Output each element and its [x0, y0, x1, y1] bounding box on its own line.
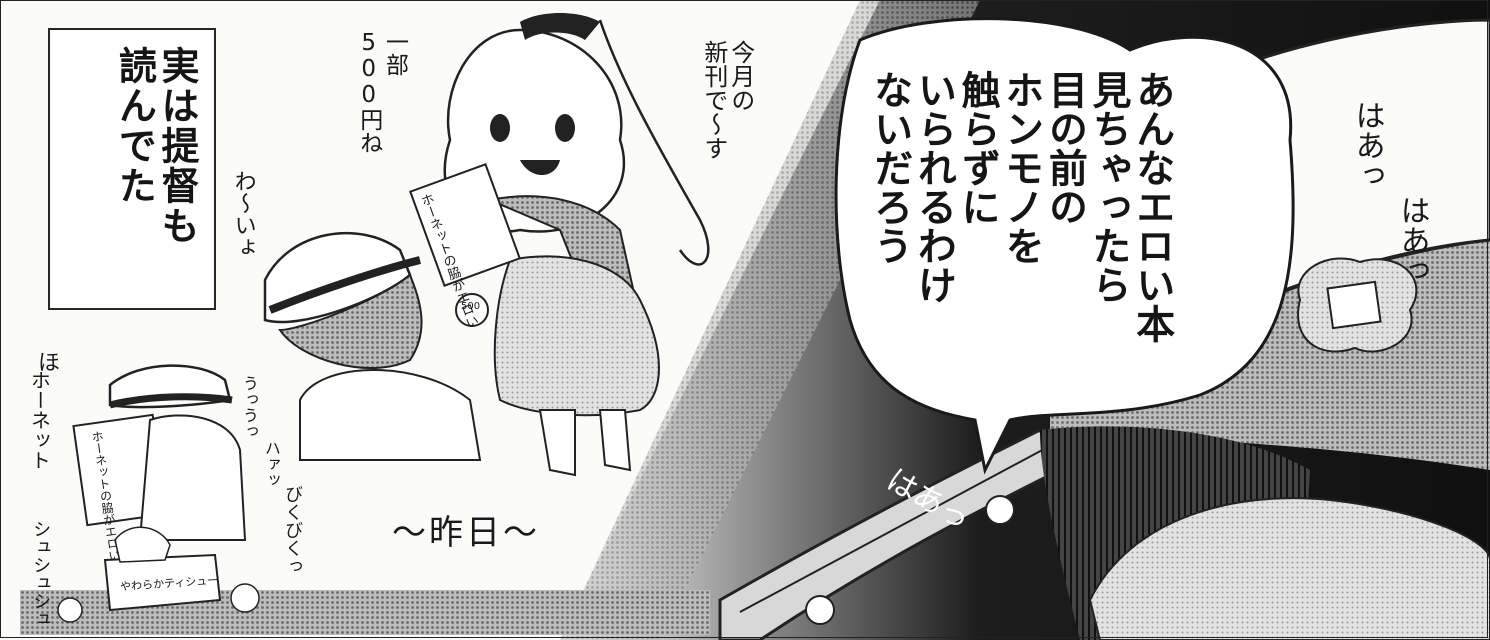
caption-line-2: 読んでた — [112, 46, 157, 206]
speech-line-6: いられるわけ — [911, 70, 957, 304]
caption-text: 実は提督も 読んでた — [112, 46, 199, 246]
speech-line-2: 見ちゃったら — [1086, 70, 1132, 304]
caption-box: 実は提督も 読んでた — [48, 28, 216, 310]
haa-sfx-1: はあっ — [1349, 100, 1385, 190]
biku-sfx: びくびくっ — [282, 485, 304, 575]
speech-line-3: 目の前の — [1042, 70, 1088, 226]
ho-sfx: ほ — [38, 351, 61, 376]
hornet-sfx: ホーネット — [27, 370, 52, 470]
speech-line-4: ホンモノを — [998, 70, 1044, 265]
speech-bubble — [834, 17, 1295, 475]
haa-sfx-2: はあっ — [1394, 195, 1430, 285]
caption-line-1: 実は提督も — [155, 46, 199, 246]
issue-note: 今月の 新刊で〜す — [699, 40, 755, 160]
girl-ribbon — [520, 13, 600, 40]
price-bottom: 500円ね — [355, 30, 382, 154]
speech-line-1: あんなエロい本 — [1129, 70, 1175, 343]
button-1 — [985, 495, 1015, 525]
girl-book — [409, 163, 521, 287]
shushu-sfx: シュシュシュ — [30, 520, 52, 628]
tissue-box — [103, 553, 222, 612]
girl-ponytail — [598, 19, 710, 266]
coin-label: 500 — [461, 301, 481, 312]
haa-small-sfx: ハァッ — [261, 440, 281, 488]
speech-line-5: 触らずに — [955, 70, 1001, 226]
uu-sfx: うっうっ — [239, 375, 259, 439]
price-top: 一部 — [381, 30, 408, 76]
price-note: 一部 500円ね — [355, 30, 408, 154]
speech-text: あんなエロい本 見ちゃったら 目の前の ホンモノを 触らずに いられるわけ ない… — [867, 70, 1175, 410]
coin — [455, 293, 489, 327]
wai-sfx: わ〜いょ — [230, 170, 256, 258]
issue-bottom: 新刊で〜す — [699, 40, 728, 160]
yesterday-label: 〜昨日〜 — [392, 513, 540, 553]
girl-skirt — [493, 255, 660, 417]
issue-top: 今月の — [726, 40, 755, 112]
speech-line-7: ないだろう — [867, 70, 913, 265]
face — [1088, 497, 1490, 640]
button-2 — [805, 595, 835, 625]
